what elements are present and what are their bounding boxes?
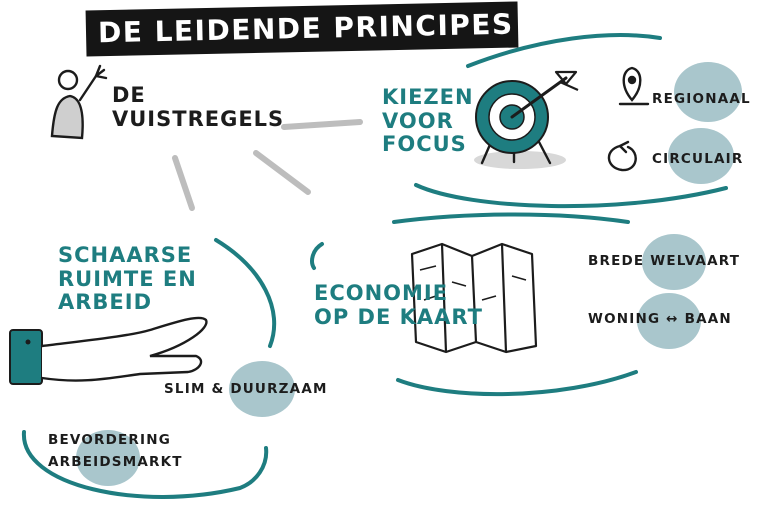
blob-brede-welvaart [642,234,706,290]
node-economie-op-de-kaart: ECONOMIE OP DE KAART [314,281,483,329]
blob-regionaal [674,62,742,122]
folded-map-icon [410,242,538,354]
node-schaarse-line1: SCHAARSE [58,243,193,267]
node-focus-line2: VOOR [382,108,454,133]
node-vuistregels: DE VUISTREGELS [112,83,285,131]
blob-woning-baan [637,293,701,349]
node-slim-duurzaam: SLIM & DUURZAAM [164,381,328,397]
node-vuistregels-line2: VUISTREGELS [112,106,285,131]
node-focus-line1: KIEZEN [382,85,474,109]
node-schaarse-ruimte: SCHAARSE RUIMTE EN ARBEID [58,243,197,315]
blob-bevordering [76,430,140,486]
node-kiezen-voor-focus: KIEZEN VOOR FOCUS [382,85,474,157]
blob-slim-duurzaam [229,361,295,417]
node-focus-line3: FOCUS [382,132,467,157]
teal-arcs [21,33,728,499]
node-brede-welvaart: BREDE WELVAART [588,253,741,269]
person-waving-icon [50,64,108,140]
node-bevordering-arbeidsmarkt: BEVORDERING ARBEIDSMARKT [48,430,183,473]
circular-arrow-icon [607,140,637,172]
connector-lines [172,119,363,211]
node-regionaal: REGIONAAL [652,91,751,107]
node-woning-baan: WONING ↔ BAAN [588,311,732,327]
node-schaarse-line2: RUIMTE EN [58,266,197,291]
node-bevordering-line1: BEVORDERING [48,432,172,448]
location-pin-icon [618,66,650,106]
open-hand-icon [9,316,208,385]
highlight-blobs [76,62,742,486]
target-with-arrow-icon [474,70,579,169]
blob-circulair [668,128,734,184]
node-vuistregels-line1: DE [112,83,146,107]
node-schaarse-line3: ARBEID [58,290,153,315]
node-circulair: CIRCULAIR [652,151,744,167]
node-economie-line2: OP DE KAART [314,304,483,329]
node-economie-line1: ECONOMIE [314,281,449,305]
node-bevordering-line2: ARBEIDSMARKT [48,453,183,470]
